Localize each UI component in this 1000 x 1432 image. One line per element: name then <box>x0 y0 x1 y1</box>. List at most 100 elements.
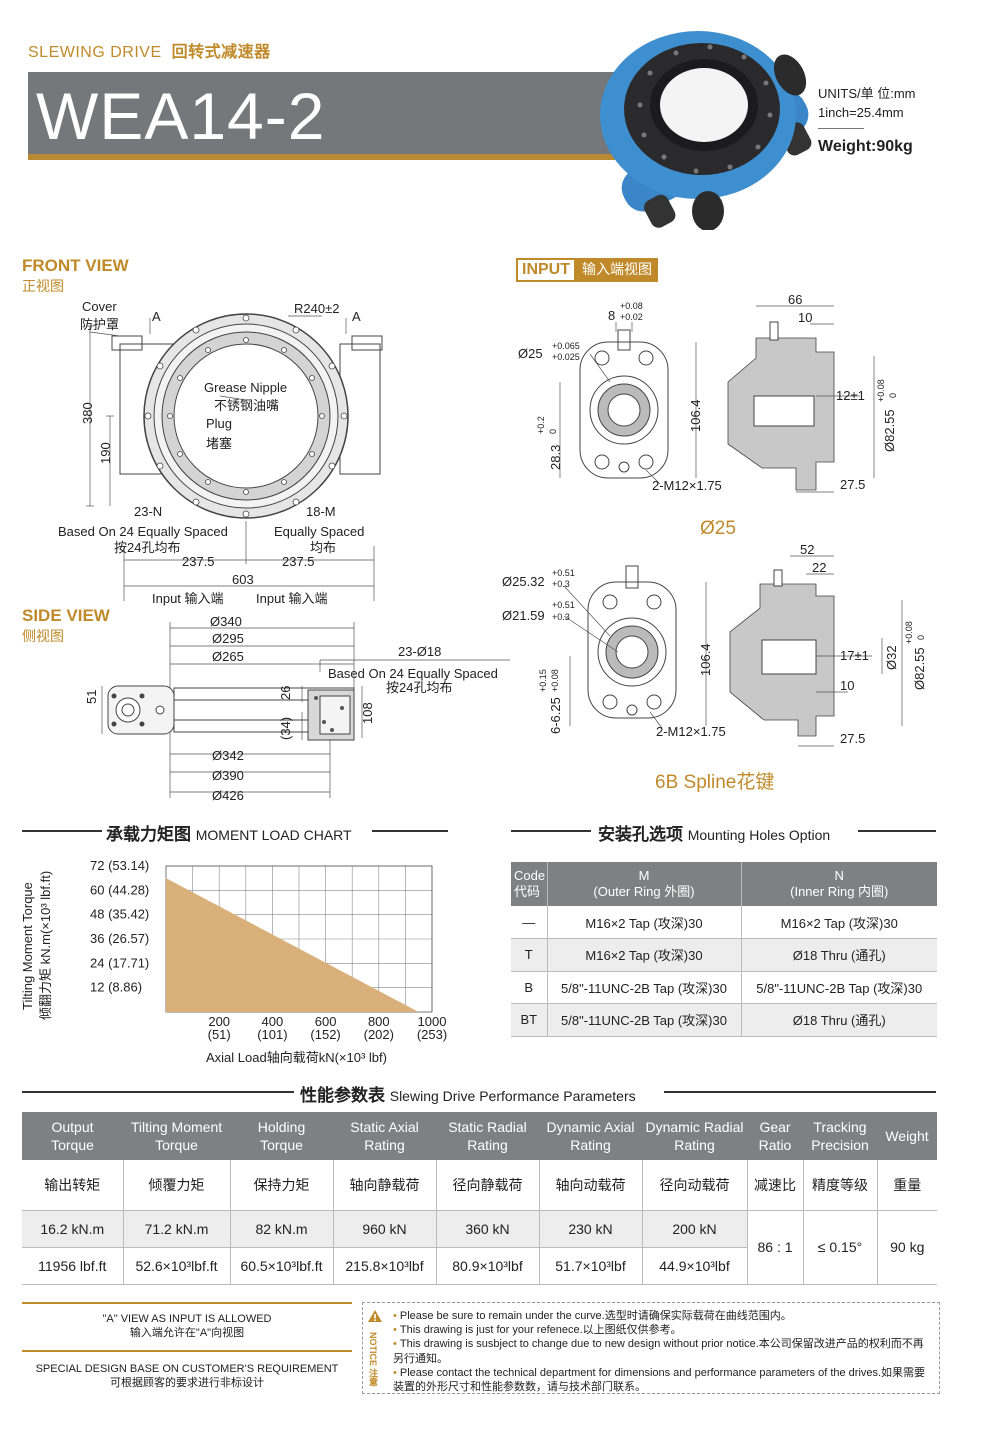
grease-nipple-label-cn: 不锈钢油嘴 <box>214 398 279 413</box>
dim-108: 108 <box>360 702 375 724</box>
perf-metric-row: 16.2 kN.m 71.2 kN.m 82 kN.m 960 kN 360 k… <box>22 1210 937 1285</box>
input-tag-en: INPUT <box>516 258 576 282</box>
perf-header-line: Ratio <box>758 1137 792 1153</box>
perf-header-line: Torque <box>260 1137 303 1153</box>
moment-load-chart: 12 (8.86)24 (17.71)36 (26.57)48 (35.42)6… <box>20 858 448 1065</box>
spline-spec-tol-dn: +0.08 <box>550 669 560 692</box>
chart-x-ticks: 200(51)400(101)600(152)800(202)1000(253) <box>208 1014 448 1042</box>
d25-key-tol-up: +0.08 <box>620 301 643 311</box>
dim-d342: Ø342 <box>212 748 244 763</box>
mh-header-n: N (Inner Ring 内圈) <box>740 862 937 906</box>
mh-header-code-cn: 代码 <box>514 884 541 899</box>
perf-value-cell: 80.9×10³lbf <box>435 1247 539 1285</box>
d25-dim-66: 66 <box>788 292 802 307</box>
chart-y-label-cn: 倾翻力矩 kN.m(×10³ lbf.ft) <box>38 871 53 1020</box>
chart-x-tick-label: 800 <box>368 1014 390 1029</box>
perf-value-cell: 82 kN.m <box>229 1210 333 1248</box>
perf-header-line: Dynamic Axial <box>546 1119 635 1135</box>
units-line1: UNITS/单 位:mm <box>818 86 916 101</box>
perf-header-line: Tracking <box>813 1119 867 1135</box>
perf-cn-cell: 输出转矩 <box>22 1160 123 1211</box>
dim-603: 603 <box>232 572 254 587</box>
perf-cn-cell: 保持力矩 <box>229 1160 333 1211</box>
d25-key-width: 8 <box>608 308 615 323</box>
perf-value-cell: 51.7×10³lbf <box>538 1247 642 1285</box>
dim-d295: Ø295 <box>212 631 244 646</box>
perf-heading-en: Slewing Drive Performance Parameters <box>389 1088 636 1104</box>
notice-box: NOTICE 注意 Please be sure to remain under… <box>362 1302 940 1394</box>
product-image <box>600 31 812 230</box>
mh-header-code-en: Code <box>514 868 546 883</box>
notice-side: NOTICE 注意 <box>367 1309 383 1387</box>
title-bar: WEA14-2 <box>28 72 628 160</box>
perf-value-cell: 52.6×10³lbf.ft <box>122 1247 230 1285</box>
chart-rule-right <box>372 830 448 832</box>
note-a-view-cn: 输入端允许在"A"向视图 <box>129 1327 245 1339</box>
mh-rule-right <box>858 830 936 832</box>
perf-cn-cell: 精度等级 <box>802 1160 877 1211</box>
chart-x-tick-sublabel: (202) <box>364 1027 394 1042</box>
d25-dim-106: 106.4 <box>688 399 703 432</box>
perf-header-line: Dynamic Radial <box>645 1119 744 1135</box>
perf-value-cell: 230 kN <box>538 1210 642 1248</box>
d25-key-tol-dn: +0.02 <box>620 312 643 322</box>
perf-imperial-row: 11956 lbf.ft 52.6×10³lbf.ft 60.5×10³lbf.… <box>22 1247 937 1285</box>
based-on-label-cn: 按24孔均布 <box>114 540 180 555</box>
chart-x-tick-sublabel: (152) <box>310 1027 340 1042</box>
spline-bolt-label: 2-M12×1.75 <box>656 724 726 739</box>
d25-bolt-label: 2-M12×1.75 <box>652 478 722 493</box>
brand-en: SLEWING DRIVE <box>28 44 162 61</box>
perf-header-line: Static Radial <box>448 1119 527 1135</box>
chart-y-tick-label: 72 (53.14) <box>90 858 149 873</box>
perf-header-line: Rating <box>467 1137 508 1153</box>
side-based-on-en: Based On 24 Equally Spaced <box>328 666 498 681</box>
spline-dim-106: 106.4 <box>698 643 713 676</box>
d25-dim-28-tol-up: +0.2 <box>536 416 546 434</box>
chart-y-tick-label: 24 (17.71) <box>90 955 149 970</box>
notes-left: "A" VIEW AS INPUT IS ALLOWED 输入端允许在"A"向视… <box>22 1302 352 1390</box>
chart-x-tick-sublabel: (101) <box>257 1027 287 1042</box>
d25-caption: Ø25 <box>700 518 736 539</box>
plug-label-en: Plug <box>206 416 232 431</box>
mh-code-cell: T <box>511 938 547 972</box>
chart-x-label: Axial Load轴向载荷kN(×10³ lbf) <box>206 1050 387 1065</box>
mh-rule-left <box>511 830 591 832</box>
chart-y-ticks: 12 (8.86)24 (17.71)36 (26.57)48 (35.42)6… <box>90 858 149 995</box>
perf-value-cell: 44.9×10³lbf <box>641 1247 747 1285</box>
list-item: This drawing is susbject to change due t… <box>393 1337 933 1365</box>
d25-dim-82-tol-dn: 0 <box>888 393 898 398</box>
radius-label: R240±2 <box>294 301 339 316</box>
spline-d2159-tol-up: +0.51 <box>552 600 575 610</box>
perf-header-line: Torque <box>51 1137 94 1153</box>
perf-rule-right <box>664 1091 936 1093</box>
side-based-on-cn: 按24孔均布 <box>386 680 452 695</box>
spline-caption: 6B Spline花键 <box>655 772 775 793</box>
mh-m-cell: M16×2 Tap (攻深)30 <box>546 938 741 972</box>
chart-area-fill <box>166 878 419 1012</box>
perf-cn-cell: 倾覆力矩 <box>122 1160 230 1211</box>
dim-26: 26 <box>278 686 293 700</box>
mh-header-n-en: N <box>834 868 844 883</box>
d25-dim-12: 12±1 <box>836 388 865 403</box>
spline-d2532-tol-dn: +0.3 <box>552 579 570 589</box>
perf-value-cell: 60.5×10³lbf.ft <box>229 1247 333 1285</box>
mh-header-row: Code 代码 M (Outer Ring 外圈) N (Inner Ring … <box>511 862 937 906</box>
perf-header-line: Output <box>51 1119 94 1135</box>
side-view-subtitle: 侧视图 <box>22 628 64 644</box>
chart-y-tick-label: 36 (26.57) <box>90 931 149 946</box>
front-view-title: FRONT VIEW <box>22 256 129 275</box>
chart-x-tick-sublabel: (253) <box>417 1027 447 1042</box>
spline-spec-tol-up: +0.15 <box>538 669 548 692</box>
perf-header-line: Static Axial <box>350 1119 419 1135</box>
note-a-view-en: "A" VIEW AS INPUT IS ALLOWED <box>102 1313 272 1325</box>
note-special-en: SPECIAL DESIGN BASE ON CUSTOMER'S REQUIR… <box>35 1363 339 1375</box>
mh-heading: 安装孔选项 Mounting Holes Option <box>598 820 830 845</box>
